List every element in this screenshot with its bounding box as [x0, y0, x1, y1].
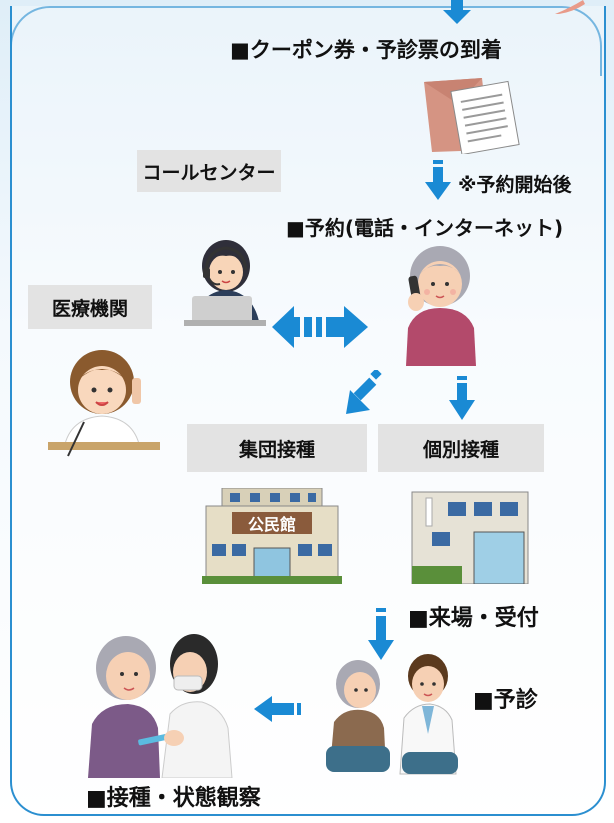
label-individual-vaccination: 個別接種: [378, 424, 544, 472]
arrow-to-individual: [449, 376, 475, 420]
doctor-pre-exam-illustration: [322, 648, 472, 778]
step-reservation: ■予約(電話・インターネット): [286, 216, 564, 240]
step-pre-exam: ■予診: [473, 688, 538, 713]
elderly-woman-phone-illustration: [396, 236, 486, 366]
arrow-to-reservation: [425, 160, 451, 200]
community-hall-building: 公民館: [202, 488, 342, 584]
note-after-start: ※予約開始後: [458, 174, 572, 196]
label-call-center: コールセンター: [137, 150, 281, 192]
label-medical-institution: 医療機関: [28, 285, 152, 329]
clinic-building: [404, 488, 534, 584]
arrow-to-group: [346, 370, 390, 414]
label-group-vaccination: 集団接種: [187, 424, 367, 472]
call-center-operator-illustration: [178, 232, 270, 326]
arrow-to-pre-exam: [368, 608, 394, 660]
top-entry-arrow: [443, 0, 471, 24]
step-vaccination: ■接種・状態観察: [86, 786, 261, 811]
step-visit: ■来場・受付: [408, 606, 539, 631]
building-sign: 公民館: [247, 515, 296, 534]
step-arrival: ■クーポン券・予診票の到着: [230, 38, 502, 62]
arrow-to-vaccination: [254, 696, 304, 722]
nurse-phone-illustration: [44, 338, 164, 458]
vaccination-illustration: [82, 628, 252, 778]
envelope-coupon-illustration: [420, 76, 530, 154]
corner-decoration: [555, 0, 585, 14]
two-way-arrow: [272, 304, 368, 350]
